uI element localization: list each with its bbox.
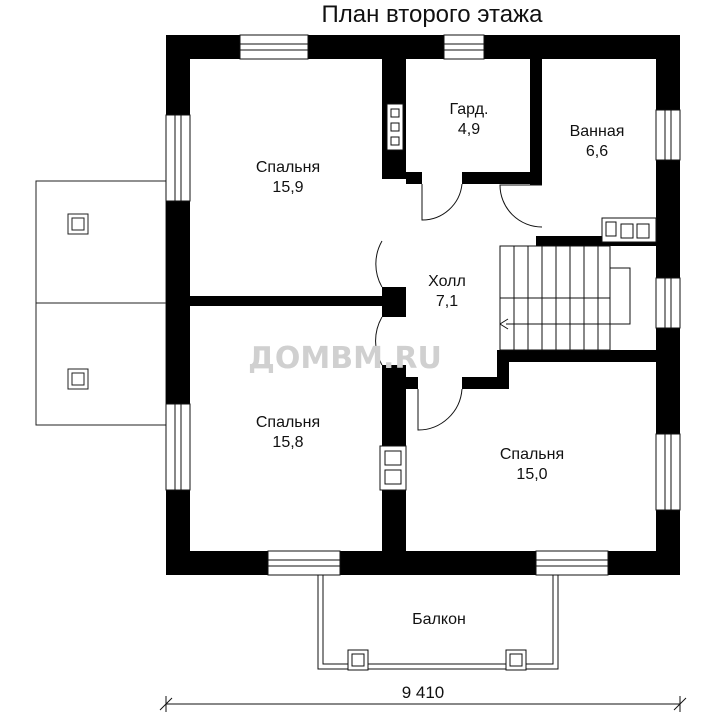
room-bedroom-1-area: 15,9 <box>272 179 303 196</box>
room-bathroom-area: 6,6 <box>586 143 608 160</box>
room-bathroom-name: Ванная <box>570 123 625 140</box>
plan-title: План второго этажа <box>322 1 544 28</box>
balcony-label: Балкон <box>412 611 466 628</box>
room-bedroom-3-area: 15,0 <box>516 466 547 483</box>
balcony <box>317 575 559 671</box>
watermark: ДОМВМ.RU <box>248 341 442 376</box>
room-bedroom-3-name: Спальня <box>500 446 564 463</box>
dimension-label: 9 410 <box>402 683 445 702</box>
room-bedroom-1-name: Спальня <box>256 159 320 176</box>
room-wardrobe-area: 4,9 <box>458 121 480 138</box>
room-labels: Спальня 15,9 Гард. 4,9 Ванная 6,6 Холл 7… <box>256 101 625 628</box>
room-bedroom-2-name: Спальня <box>256 414 320 431</box>
windows <box>165 34 681 576</box>
vent-ducts <box>379 103 657 491</box>
doors <box>375 172 543 431</box>
roof-projection <box>35 180 167 426</box>
dimension-line <box>159 696 687 712</box>
room-hall-area: 7,1 <box>436 293 458 310</box>
room-hall-name: Холл <box>428 273 466 290</box>
staircase <box>499 245 631 351</box>
room-wardrobe-name: Гард. <box>450 101 489 118</box>
room-bedroom-2-area: 15,8 <box>272 434 303 451</box>
